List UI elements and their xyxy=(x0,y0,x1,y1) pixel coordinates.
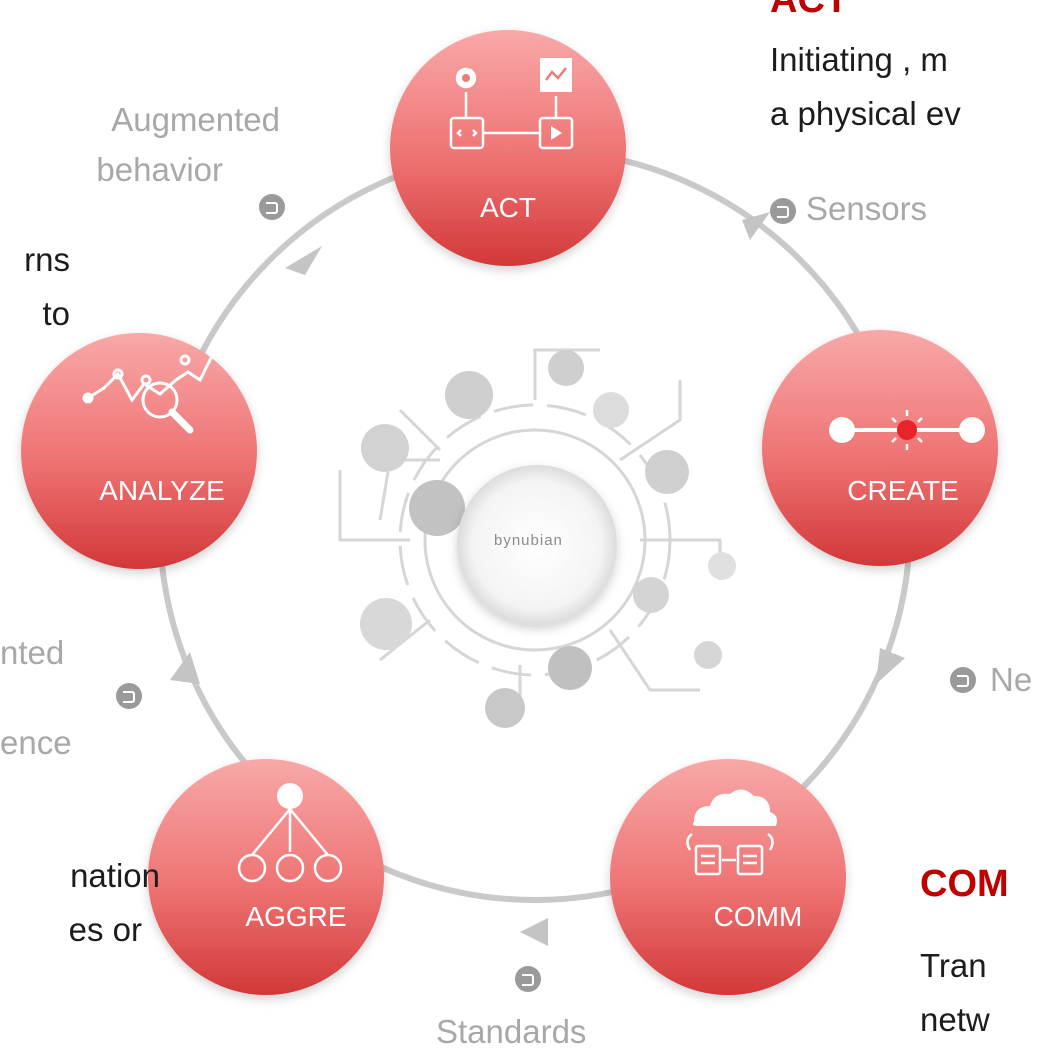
act-desc-line2: a physical ev xyxy=(770,95,961,132)
node-act-circle xyxy=(390,30,626,266)
chart-magnifier-icon xyxy=(82,344,220,434)
ring-arrow-standards xyxy=(520,918,548,946)
caption-behavior: behavior xyxy=(96,151,223,188)
left-text-line2: to xyxy=(42,295,70,332)
ring-arrow-sensors xyxy=(742,212,770,240)
caption-network: Ne xyxy=(990,661,1033,698)
sun-line-connector-icon xyxy=(829,410,985,450)
caption-augmented-partial: nted xyxy=(0,634,65,671)
center-brand-logo: bynubian xyxy=(494,532,563,549)
left-text-line1: rns xyxy=(24,241,70,278)
comm-desc-line2: netw xyxy=(920,1001,990,1038)
act-heading: ACT xyxy=(770,0,849,21)
node-analyze-circle xyxy=(21,333,257,569)
caption-standards: Standards xyxy=(436,1013,587,1050)
caption-intelligence-partial: ence xyxy=(0,724,72,761)
aggre-text-line2: es or xyxy=(68,911,142,948)
connector-chip-sensors-icon xyxy=(770,198,796,224)
caption-sensors: Sensors xyxy=(806,190,928,227)
tree-aggregation-icon xyxy=(237,783,343,883)
node-act-label[interactable]: ACT xyxy=(480,192,536,223)
node-create-circle xyxy=(762,330,998,566)
connector-chip-intelligence-icon xyxy=(116,683,142,709)
ring-arrow-intelligence xyxy=(170,652,200,684)
center-circuit-dots xyxy=(360,350,736,728)
node-comm-circle xyxy=(610,759,846,995)
node-analyze-label[interactable]: ANALYZE xyxy=(99,475,225,506)
gear-monitor-workflow-icon xyxy=(449,58,574,150)
comm-heading: COM xyxy=(920,863,1009,905)
comm-desc-line1: Tran xyxy=(920,947,987,984)
ring-arrow-network xyxy=(876,648,905,684)
cloud-document-exchange-icon xyxy=(686,789,778,876)
aggre-text-line1: nation xyxy=(70,857,160,894)
node-aggre-circle xyxy=(148,759,384,995)
connector-chip-behavior-icon xyxy=(259,194,285,220)
caption-augmented: Augmented xyxy=(111,101,280,138)
node-aggre-label[interactable]: AGGRE xyxy=(245,901,347,932)
node-create-label[interactable]: CREATE xyxy=(847,475,959,506)
center-hub xyxy=(457,465,617,625)
node-comm-label[interactable]: COMM xyxy=(713,901,803,932)
act-desc-line1: Initiating , m xyxy=(770,41,948,78)
connector-chip-standards-icon xyxy=(515,966,541,992)
connector-chip-network-icon xyxy=(950,667,976,693)
ring-arrow-behavior xyxy=(285,246,322,275)
